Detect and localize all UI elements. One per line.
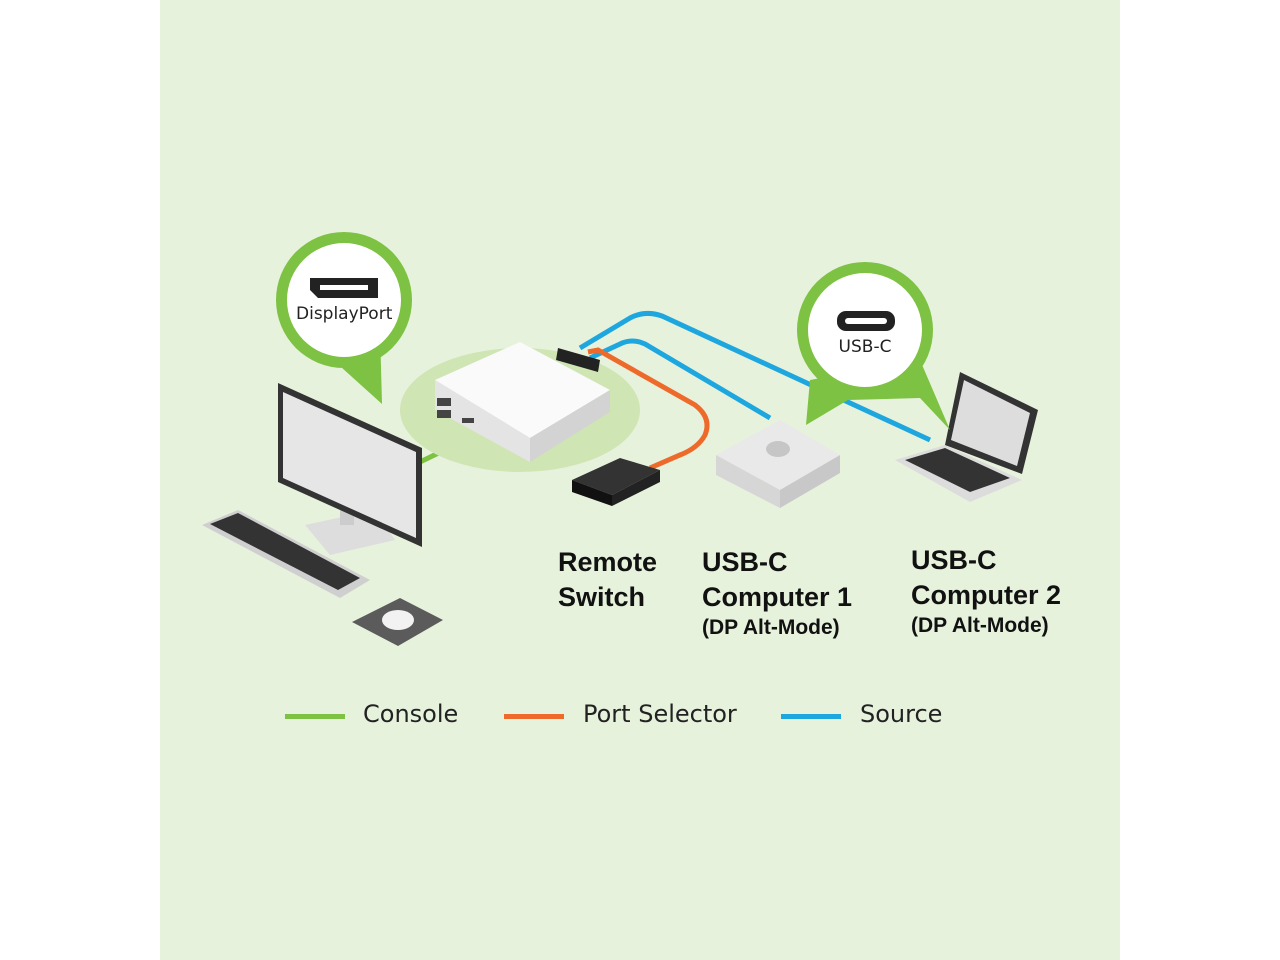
displayport-callout [276, 232, 412, 404]
source-cable-computer1 [588, 338, 772, 421]
computer1-mini-pc-icon [716, 420, 840, 508]
mouse-icon [352, 598, 443, 646]
legend-source-label: Source [860, 700, 943, 728]
computer2-label-line: USB-C [911, 545, 997, 575]
computer1-label-subtitle: (DP Alt-Mode) [702, 616, 840, 639]
monitor-icon [278, 383, 422, 555]
legend-console-label: Console [363, 700, 459, 728]
port-selector-cable [587, 347, 710, 471]
keyboard-icon [202, 510, 370, 598]
computer1-label-line: USB-C [702, 547, 788, 577]
computer1-label: USB-C Computer 1 (DP Alt-Mode) [702, 545, 852, 641]
legend-port-selector-swatch [504, 714, 564, 719]
computer1-label-line: Computer 1 [702, 582, 853, 612]
kvm-switch-icon [400, 342, 640, 472]
remote-switch-label: Remote Switch [558, 545, 657, 615]
source-cable-computer2 [578, 310, 932, 443]
legend-console-swatch [285, 714, 345, 719]
computer2-label: USB-C Computer 2 (DP Alt-Mode) [911, 543, 1061, 639]
displayport-callout-label: DisplayPort [296, 304, 393, 324]
legend-source-swatch [781, 714, 841, 719]
remote-switch-label-line: Remote [558, 547, 658, 577]
usbc-callout-label: USB-C [838, 337, 892, 357]
computer2-laptop-icon [895, 372, 1038, 502]
legend-port-selector-label: Port Selector [583, 700, 737, 728]
remote-switch-label-line: Switch [558, 582, 646, 612]
usbc-callout [797, 262, 950, 430]
remote-switch-icon [572, 458, 660, 506]
computer2-label-subtitle: (DP Alt-Mode) [911, 614, 1049, 637]
computer2-label-line: Computer 2 [911, 580, 1062, 610]
